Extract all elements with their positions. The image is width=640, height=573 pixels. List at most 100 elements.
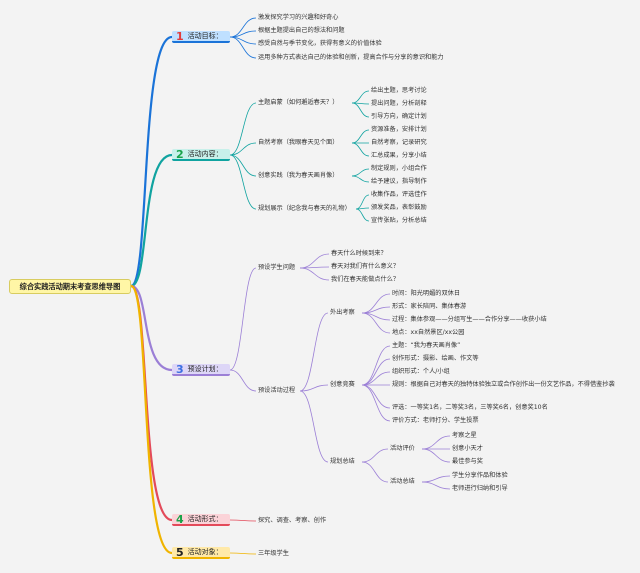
- branch-label: 活动对象：: [187, 548, 223, 556]
- connector-line: [355, 208, 370, 222]
- leaf-form[interactable]: 探究、调查、考察、创作: [258, 517, 327, 524]
- plan-leaf[interactable]: 春天对我们有什么意义？: [331, 263, 400, 270]
- content-leaf[interactable]: 颁发奖品，表彰鼓励: [371, 204, 427, 211]
- connector-line: [129, 153, 174, 288]
- connector-line: [421, 435, 451, 450]
- content-leaf[interactable]: 宣传张贴，分析总结: [371, 217, 427, 224]
- connector-line: [229, 36, 257, 59]
- connector-line: [299, 253, 330, 269]
- branch-label: 活动内容：: [187, 150, 223, 158]
- connector-line: [351, 90, 370, 104]
- content-leaf[interactable]: 提出问题，分析剖释: [371, 100, 427, 107]
- connector-line: [299, 267, 330, 281]
- plan-leaf[interactable]: 创作形式：摄影、绘画、作文等: [392, 355, 479, 362]
- plan-group[interactable]: 创意竞赛: [330, 381, 355, 388]
- connector-line: [229, 552, 257, 555]
- branch-number: 2: [176, 147, 184, 161]
- content-topic[interactable]: 主题启蒙（如何邂逅春天？）: [258, 99, 339, 106]
- leaf-target[interactable]: 三年级学生: [258, 550, 289, 557]
- plan-leaf[interactable]: 最佳参与奖: [452, 458, 483, 465]
- root-node[interactable]: 综合实践活动期末考查思维导图: [9, 279, 131, 294]
- connector-line: [351, 168, 370, 177]
- plan-leaf[interactable]: 组织形式：个人/小组: [392, 368, 450, 375]
- branch-label: 活动形式：: [187, 515, 223, 523]
- plan-topic[interactable]: 预设学生问题: [258, 264, 296, 271]
- connector-line: [299, 384, 329, 392]
- leaf-goal[interactable]: 激发探究学习的兴趣和好奇心: [258, 14, 339, 21]
- connector-line: [361, 461, 389, 483]
- plan-leaf[interactable]: 春天什么时候到来？: [331, 250, 387, 257]
- connector-line: [299, 312, 329, 392]
- branch-number: 3: [176, 362, 184, 376]
- branch-activity-goals[interactable]: 1 活动目标：: [172, 30, 230, 43]
- plan-leaf[interactable]: 老师进行归纳和引导: [452, 485, 508, 492]
- content-leaf[interactable]: 给出主题，思考讨论: [371, 87, 427, 94]
- plan-leaf[interactable]: 主题：“我为春天画肖像”: [392, 342, 461, 349]
- branch-activity-target[interactable]: 5 活动对象：: [172, 545, 230, 559]
- branch-number: 4: [176, 512, 184, 526]
- plan-topic[interactable]: 预设活动过程: [258, 387, 296, 394]
- connector-line: [421, 481, 451, 490]
- plan-leaf[interactable]: 形式：家长陪同、集体春游: [392, 303, 467, 310]
- connector-line: [229, 519, 257, 522]
- connector-line: [361, 371, 391, 386]
- connector-line: [361, 384, 391, 422]
- branch-preset-plan[interactable]: 3 预设计划：: [172, 362, 230, 376]
- leaf-goal[interactable]: 根据主题提出自己的想法和问题: [258, 27, 345, 34]
- connector-line: [229, 154, 257, 177]
- connector-line: [361, 312, 391, 334]
- content-leaf[interactable]: 汇总成果，分享小结: [371, 152, 427, 159]
- content-leaf[interactable]: 引导方向，确定计划: [371, 113, 427, 120]
- plan-leaf[interactable]: 地点：xx自然景区/xx公园: [392, 329, 465, 336]
- connector-line: [361, 345, 391, 386]
- connector-line: [351, 142, 370, 157]
- plan-subgroup[interactable]: 活动评价: [390, 445, 415, 452]
- connector-line: [129, 35, 174, 288]
- branch-label: 预设计划：: [187, 365, 223, 373]
- plan-subgroup[interactable]: 活动总结: [390, 478, 415, 485]
- branch-activity-content[interactable]: 2 活动内容：: [172, 147, 230, 161]
- connector-line: [299, 390, 329, 463]
- leaf-goal[interactable]: 感受自然与季节变化，获得有意义的价值体验: [258, 40, 382, 47]
- plan-leaf[interactable]: 时间：阳光明媚的双休日: [392, 290, 461, 297]
- plan-leaf[interactable]: 创意小天才: [452, 445, 483, 452]
- connector-line: [229, 369, 257, 392]
- branch-number: 5: [176, 545, 184, 559]
- connector-line: [229, 142, 257, 156]
- content-leaf[interactable]: 制定规则，小组合作: [371, 165, 427, 172]
- branch-label: 活动目标：: [187, 32, 223, 40]
- content-leaf[interactable]: 给予建议，指导制作: [371, 178, 427, 185]
- plan-leaf[interactable]: 规则：根据自己对春天的独特体验独立或合作创作出一份文艺作品，不得借鉴抄袭: [392, 381, 615, 388]
- connector-line: [229, 267, 257, 371]
- plan-leaf[interactable]: 学生分享作品和体验: [452, 472, 508, 479]
- content-leaf[interactable]: 资源准备，安排计划: [371, 126, 427, 133]
- plan-leaf[interactable]: 评价方式：老师打分、学生投票: [392, 417, 479, 424]
- leaf-goal[interactable]: 运用多种方式表达自己的体验和创新，提高合作与分享的意识和能力: [258, 54, 444, 61]
- content-topic[interactable]: 自然考察（我眼春天见个面）: [258, 139, 339, 146]
- connector-line: [129, 284, 174, 372]
- content-leaf[interactable]: 收集作品，评选佳作: [371, 191, 427, 198]
- plan-leaf[interactable]: 考察之星: [452, 432, 477, 439]
- connector-line: [129, 284, 174, 555]
- branch-activity-form[interactable]: 4 活动形式：: [172, 512, 230, 526]
- connector-line: [355, 194, 370, 210]
- connector-line: [351, 129, 370, 144]
- connector-line: [361, 358, 391, 386]
- plan-leaf[interactable]: 过程：集体参观——分组写生——合作分享——收获小结: [392, 316, 547, 323]
- content-topic[interactable]: 规划展示（纪念我与春天的礼物）: [258, 205, 351, 212]
- connector-line: [361, 384, 391, 409]
- plan-leaf[interactable]: 我们在春天能做点什么？: [331, 276, 400, 283]
- connector-line: [351, 175, 370, 183]
- connector-line: [421, 475, 451, 483]
- connector-line: [229, 102, 257, 156]
- content-topic[interactable]: 创意实践（我为春天画肖像）: [258, 172, 339, 179]
- connector-line: [421, 448, 451, 463]
- content-leaf[interactable]: 自然考察，记录研究: [371, 139, 427, 146]
- connector-line: [361, 448, 389, 463]
- plan-group[interactable]: 外出考察: [330, 309, 355, 316]
- connector-line: [229, 154, 257, 210]
- connector-line: [351, 102, 370, 118]
- plan-group[interactable]: 规划总结: [330, 458, 355, 465]
- plan-leaf[interactable]: 评选：一等奖1名，二等奖3名，三等奖6名，创意奖10名: [392, 404, 548, 411]
